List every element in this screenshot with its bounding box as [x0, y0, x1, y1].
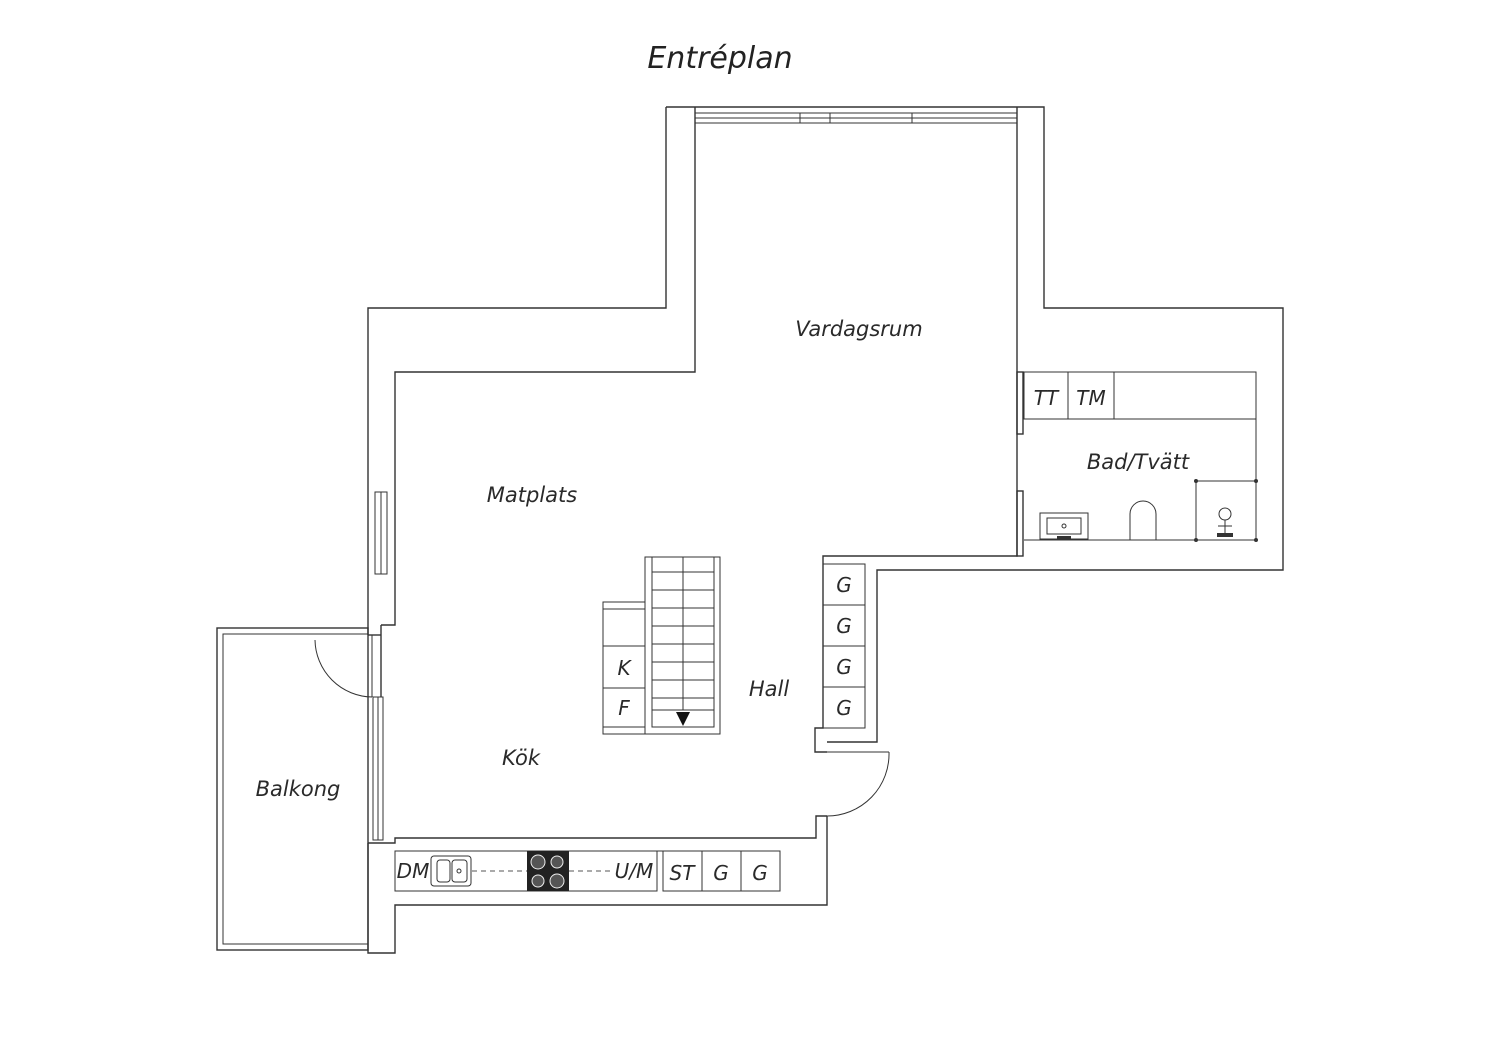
entrance-door — [826, 751, 890, 817]
fixture-label-g-wardrobe-3: G — [836, 655, 852, 679]
room-label-balkong: Balkong — [256, 777, 341, 801]
kitchen-counter — [394, 850, 781, 892]
window-balcony — [372, 696, 384, 841]
fixture-label-k: K — [617, 656, 632, 680]
room-label-hall: Hall — [749, 677, 789, 701]
fridge-freezer-unit — [602, 601, 646, 735]
stair-direction-arrow-icon — [676, 712, 690, 726]
fixture-label-g-kitchen-1: G — [713, 861, 729, 885]
fixture-label-tt: TT — [1034, 386, 1060, 410]
window-top — [694, 112, 1018, 124]
fixture-label-g-wardrobe-1: G — [836, 573, 852, 597]
balcony-door — [314, 635, 373, 698]
toilet-icon — [1129, 500, 1157, 540]
staircase — [644, 556, 721, 735]
room-label-vardagsrum: Vardagsrum — [795, 317, 922, 341]
window-left — [374, 491, 388, 575]
outer-walls — [367, 106, 1284, 954]
washbasin-icon — [1039, 512, 1089, 540]
fixture-label-g-kitchen-2: G — [752, 861, 768, 885]
bathroom-walls — [1016, 371, 1024, 557]
fixture-label-g-wardrobe-4: G — [836, 696, 852, 720]
fixture-label-f: F — [618, 696, 630, 720]
shower-icon — [1194, 479, 1258, 542]
hob-icon — [527, 851, 569, 891]
fixture-label-g-wardrobe-2: G — [836, 614, 852, 638]
fixture-label-tm: TM — [1076, 386, 1105, 410]
fixture-label-st: ST — [670, 861, 697, 885]
fixture-label-dm: DM — [397, 859, 430, 883]
plan-title: Entréplan — [647, 41, 792, 76]
sink-icon — [430, 855, 472, 887]
room-label-bad-tvatt: Bad/Tvätt — [1087, 450, 1190, 474]
room-label-matplats: Matplats — [487, 483, 577, 507]
balcony — [216, 627, 369, 951]
fixture-label-um: U/M — [615, 859, 654, 883]
hall-wardrobes — [822, 563, 866, 729]
room-label-kok: Kök — [502, 746, 541, 770]
